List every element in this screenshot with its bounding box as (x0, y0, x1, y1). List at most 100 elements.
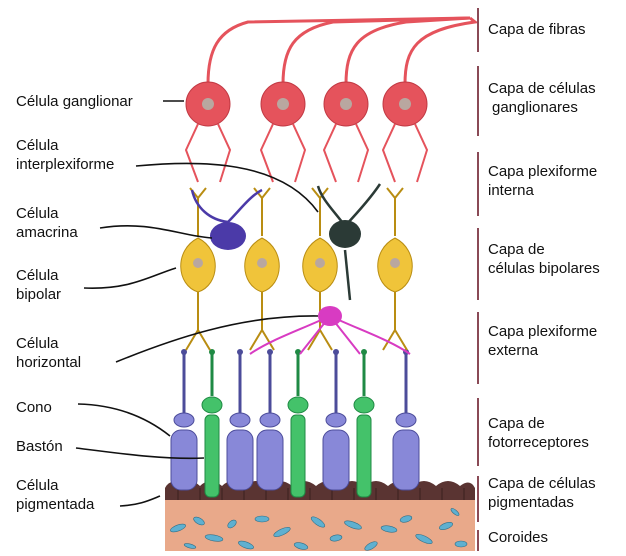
rod-nucleus (354, 397, 374, 413)
label-line: interplexiforme (16, 155, 114, 174)
horizontal-soma (318, 306, 342, 326)
ganglion-dendrite (324, 124, 368, 182)
label-celula-amacrina: Célula amacrina (16, 204, 78, 242)
label-celula-horizontal: Célula horizontal (16, 334, 81, 372)
rod-terminal (295, 349, 301, 355)
bipolar-lower-dendrite (186, 292, 210, 350)
amacrine-interplexiform-horizontal-cells (192, 184, 410, 354)
label-capa-celulas-ganglionares: Capa de células ganglionares (488, 79, 596, 117)
leader-line (100, 226, 212, 238)
ganglion-cells (186, 18, 475, 182)
leader-line (136, 163, 318, 212)
ganglion-nucleus (202, 98, 214, 110)
label-line: Capa de células (488, 474, 596, 493)
label-line: interna (488, 181, 597, 200)
label-line: Capa plexiforme (488, 162, 597, 181)
ganglion-dendrite (383, 124, 427, 182)
choroid-cell (455, 541, 467, 547)
bipolar-cells (181, 188, 413, 350)
cone-outer-segment (171, 430, 197, 490)
label-line: amacrina (16, 223, 78, 242)
leader-line (116, 316, 318, 362)
label-capa-plexiforme-interna: Capa plexiforme interna (488, 162, 597, 200)
bipolar-upper-dendrite (387, 188, 403, 236)
ganglion-nucleus (399, 98, 411, 110)
rod-nucleus (288, 397, 308, 413)
label-capa-celulas-pigmentadas: Capa de células pigmentadas (488, 474, 596, 512)
ganglion-dendrite (186, 124, 230, 182)
label-line: Capa de (488, 240, 600, 259)
label-line: Célula (16, 334, 81, 353)
leader-line (120, 496, 160, 506)
label-line: Capa de fibras (488, 20, 586, 39)
label-celula-pigmentada: Célula pigmentada (16, 476, 94, 514)
label-cono: Cono (16, 398, 52, 417)
ganglion-nucleus (340, 98, 352, 110)
cone-outer-segment (227, 430, 253, 490)
label-line: células bipolares (488, 259, 600, 278)
bipolar-nucleus (390, 258, 400, 268)
label-capa-de-fibras: Capa de fibras (488, 20, 586, 39)
interplexiform-soma (329, 220, 361, 248)
label-line: fotorreceptores (488, 433, 589, 452)
label-line: pigmentadas (488, 493, 596, 512)
label-line: Cono (16, 398, 52, 417)
leader-line (78, 404, 170, 436)
label-line: Célula ganglionar (16, 92, 133, 111)
label-celula-interplexiforme: Célula interplexiforme (16, 136, 114, 174)
label-baston: Bastón (16, 437, 63, 456)
bipolar-nucleus (193, 258, 203, 268)
cone-outer-segment (323, 430, 349, 490)
label-line: Célula (16, 136, 114, 155)
label-capa-fotorreceptores: Capa de fotorreceptores (488, 414, 589, 452)
label-line: ganglionares (488, 98, 596, 117)
label-coroides: Coroides (488, 528, 548, 547)
cone-nucleus (326, 413, 346, 427)
bipolar-nucleus (315, 258, 325, 268)
cone-nucleus (230, 413, 250, 427)
label-line: pigmentada (16, 495, 94, 514)
choroid-layer (165, 496, 475, 551)
ganglion-dendrite (261, 124, 305, 182)
label-line: bipolar (16, 285, 61, 304)
amacrine-dendrite (192, 190, 262, 222)
choroid-cell (255, 516, 269, 522)
label-line: externa (488, 341, 597, 360)
ganglion-axon-fiber (208, 18, 470, 84)
label-line: Coroides (488, 528, 548, 547)
label-line: Célula (16, 266, 61, 285)
cone-terminal (237, 349, 243, 355)
label-line: Capa de células (488, 79, 596, 98)
cone-terminal (267, 349, 273, 355)
label-line: Capa de (488, 414, 589, 433)
rod-terminal (361, 349, 367, 355)
bipolar-upper-dendrite (312, 188, 328, 236)
label-line: Célula (16, 476, 94, 495)
cone-nucleus (174, 413, 194, 427)
photoreceptor-cells (171, 349, 419, 497)
amacrine-soma (210, 222, 246, 250)
label-celula-bipolar: Célula bipolar (16, 266, 61, 304)
label-line: Bastón (16, 437, 63, 456)
leader-line (84, 268, 176, 288)
rod-outer-segment (357, 415, 371, 497)
label-capa-celulas-bipolares: Capa de células bipolares (488, 240, 600, 278)
rod-outer-segment (291, 415, 305, 497)
cone-nucleus (396, 413, 416, 427)
ganglion-axon-fiber (405, 18, 475, 84)
bipolar-upper-dendrite (254, 188, 270, 236)
ganglion-nucleus (277, 98, 289, 110)
label-line: Célula (16, 204, 78, 223)
label-line: Capa plexiforme (488, 322, 597, 341)
cone-outer-segment (393, 430, 419, 490)
cone-terminal (333, 349, 339, 355)
cone-nucleus (260, 413, 280, 427)
rod-outer-segment (205, 415, 219, 497)
label-line: horizontal (16, 353, 81, 372)
bipolar-nucleus (257, 258, 267, 268)
label-celula-ganglionar: Célula ganglionar (16, 92, 133, 111)
label-capa-plexiforme-externa: Capa plexiforme externa (488, 322, 597, 360)
cone-outer-segment (257, 430, 283, 490)
rod-nucleus (202, 397, 222, 413)
